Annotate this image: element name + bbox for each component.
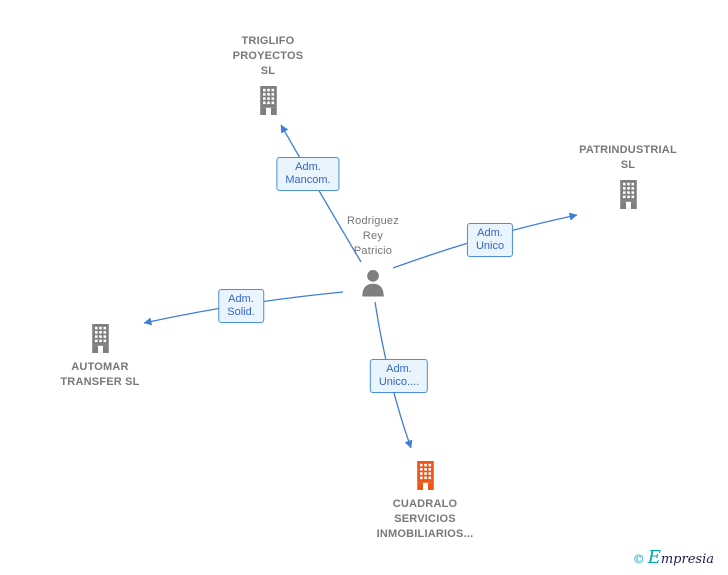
edge-label-adm-mancom: Adm. Mancom. <box>276 157 340 191</box>
company-name: CUADRALO SERVICIOS INMOBILIARIOS... <box>376 498 474 540</box>
edge-label-adm-unico-dots: Adm. Unico.... <box>369 359 429 393</box>
company-name: TRIGLIFO PROYECTOS SL <box>232 35 304 77</box>
building-icon <box>255 86 282 115</box>
copyright-icon: © <box>632 552 645 566</box>
node-patrindustrial-sl[interactable]: PATRINDUSTRIAL SL <box>553 143 703 209</box>
empresia-logo[interactable]: ©Empresia <box>633 547 714 568</box>
node-triglifo-proyectos-sl[interactable]: TRIGLIFO PROYECTOS SL <box>193 34 343 115</box>
company-name: AUTOMAR TRANSFER SL <box>60 361 140 388</box>
person-name: Rodriguez Rey Patricio <box>347 215 399 257</box>
company-name: PATRINDUSTRIAL SL <box>579 144 677 171</box>
building-icon <box>615 180 642 209</box>
person-icon <box>358 268 388 298</box>
edge-adm-mancom-line <box>280 124 362 263</box>
node-cuadralo-servicios-inmobiliarios[interactable]: CUADRALO SERVICIOS INMOBILIARIOS... <box>350 461 500 542</box>
node-rodriguez-rey-patricio[interactable]: Rodriguez Rey Patricio <box>298 214 448 298</box>
building-icon <box>412 461 439 490</box>
brand-name: Empresia <box>647 547 714 568</box>
building-icon <box>87 324 114 353</box>
node-automar-transfer-sl[interactable]: AUTOMAR TRANSFER SL <box>25 324 175 390</box>
edge-label-adm-unico: Adm. Unico <box>466 223 514 257</box>
edge-label-adm-solid: Adm. Solid. <box>218 289 264 323</box>
